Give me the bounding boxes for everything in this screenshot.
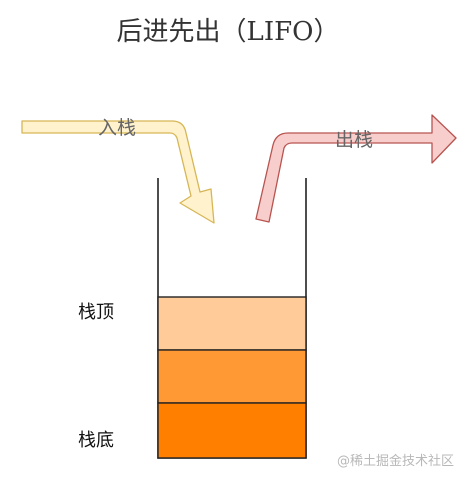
stack-top-label: 栈顶 bbox=[78, 302, 114, 323]
stack-block-middle bbox=[157, 349, 307, 404]
diagram-title: 后进先出（LIFO） bbox=[117, 17, 340, 47]
stack-block-top bbox=[157, 296, 307, 351]
pop-label: 出栈 bbox=[335, 129, 373, 151]
push-arrow bbox=[21, 120, 215, 224]
watermark: @稀土掘金技术社区 bbox=[337, 453, 454, 469]
push-label: 入栈 bbox=[98, 117, 136, 139]
pop-arrow bbox=[255, 114, 457, 223]
stack-bottom-label: 栈底 bbox=[78, 430, 114, 451]
stack-block-bottom bbox=[157, 402, 307, 459]
